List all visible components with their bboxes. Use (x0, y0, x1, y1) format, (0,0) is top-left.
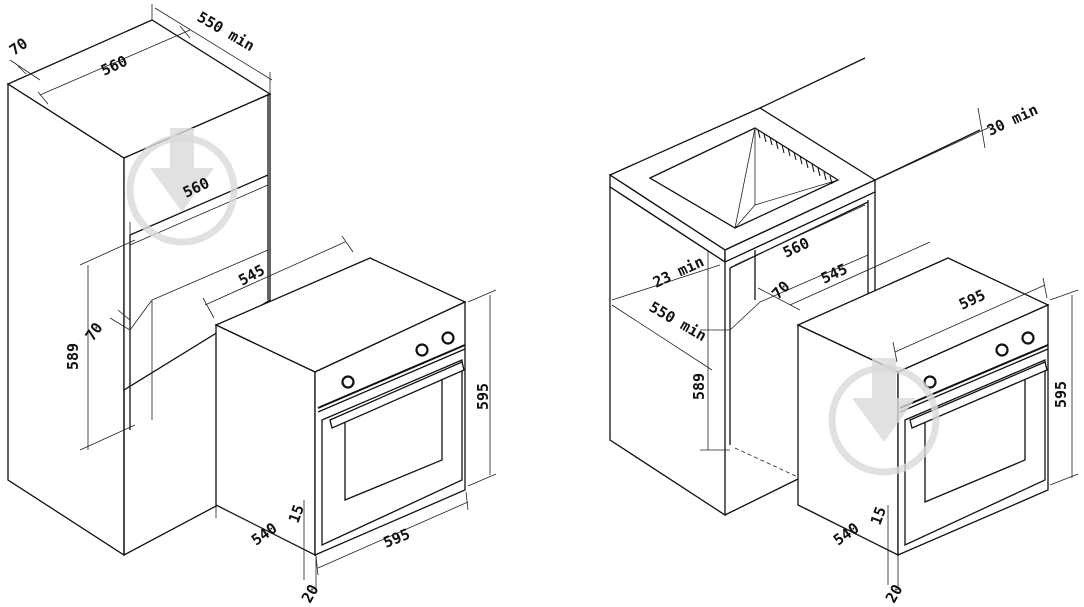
left-oven-handle (329, 361, 465, 429)
dim-right-oven-depth: 545 (818, 260, 850, 288)
dim-left-door-thickness: 20 (298, 581, 323, 606)
left-cabinet-side-face (7, 82, 125, 557)
left-oven (202, 235, 497, 590)
right-cutout-hatch (757, 129, 833, 185)
right-oven-front (897, 303, 1049, 556)
dim-right-panel-thickness: 15 (867, 504, 890, 527)
watermark-logo-icon (126, 128, 238, 246)
dim-left-niche-depth: 550 min (194, 8, 258, 55)
dim-right-back-gap: 70 (768, 277, 794, 303)
right-oven-knob (923, 375, 937, 389)
right-oven-knob (995, 343, 1009, 357)
watermark-logo-icon (828, 358, 940, 476)
left-oven-knob (415, 343, 429, 357)
dim-left-panel-thickness: 15 (285, 502, 308, 525)
dim-left-oven-height: 595 (474, 383, 492, 410)
dim-right-oven-height: 595 (1052, 381, 1070, 408)
right-oven-handle (909, 361, 1048, 429)
right-oven-knob (1021, 331, 1035, 345)
right-base-cabinet (608, 57, 991, 517)
dim-right-niche-width: 560 (780, 234, 812, 262)
right-wall-line (759, 57, 866, 109)
left-niche-top-edge (129, 174, 269, 236)
dim-left-niche-height: 589 (64, 343, 82, 370)
left-oven-knob (341, 375, 355, 389)
left-oven-knob (441, 331, 455, 345)
dim-right-top-clearance: 30 min (984, 100, 1041, 139)
dim-left-top-gap: 70 (6, 34, 31, 59)
dim-right-door-thickness: 20 (882, 581, 907, 606)
dim-right-niche-height: 589 (690, 373, 708, 400)
